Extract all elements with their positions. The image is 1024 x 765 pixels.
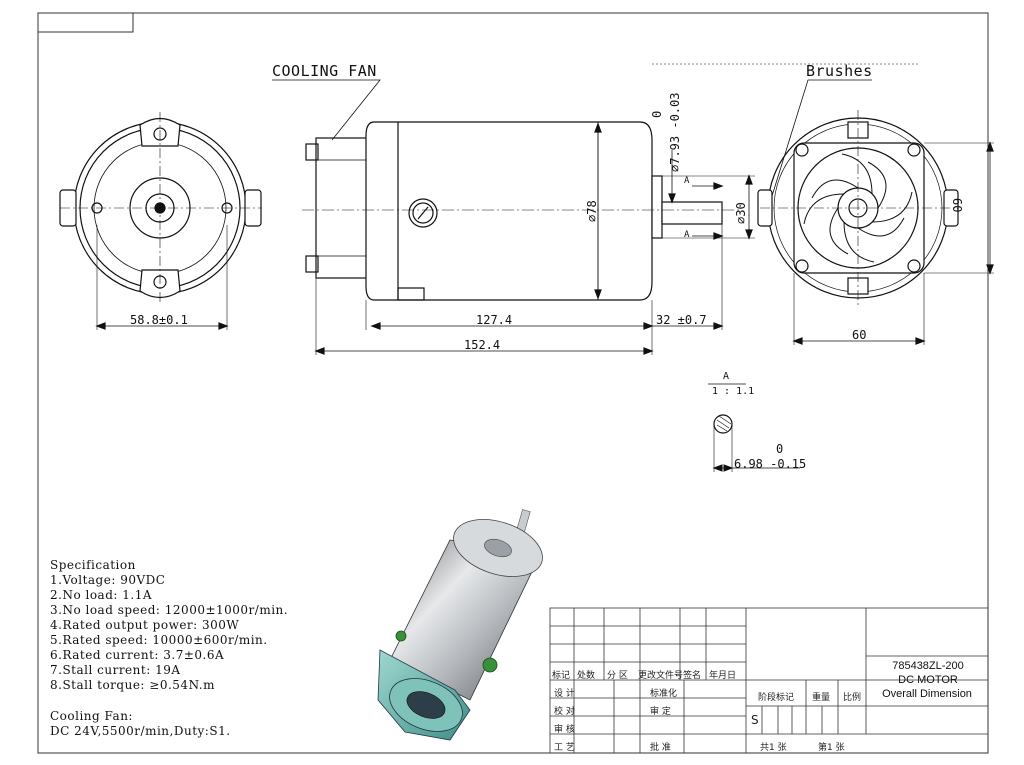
spec-item: 8.Stall torque: ≥0.54N.m	[50, 678, 215, 692]
arrow-a-bottom: A	[684, 230, 690, 240]
corner-tab	[38, 13, 134, 33]
fan-value: DC 24V,5500r/min,Duty:S1.	[50, 724, 231, 738]
shaft-length-dim: 32 ±0.7	[656, 313, 707, 327]
isometric-motor	[377, 509, 543, 741]
drawing-border	[37, 12, 989, 754]
spec-item: 1.Voltage: 90VDC	[50, 573, 166, 587]
spec-title: Specification	[50, 558, 136, 572]
spec-item: 7.Stall current: 19A	[50, 663, 181, 677]
flat-width-dim: 6.98 -0.15	[734, 457, 807, 471]
flange-dia-dim: ∅30	[734, 202, 748, 224]
tb-stage-value: S	[751, 713, 759, 727]
total-length-dim: 152.4	[464, 338, 501, 352]
tb-left-1: 校 对	[554, 707, 575, 717]
spec-item: 4.Rated output power: 300W	[50, 618, 240, 632]
section-scale: 1 : 1.1	[712, 386, 755, 397]
tb-weight-label: 重量	[812, 693, 831, 703]
rear-height-dim: 60	[950, 198, 964, 213]
tb-header-4: 签名	[683, 671, 702, 681]
tb-part-number: 785438ZL-200	[892, 660, 964, 672]
tb-scale-label: 比例	[843, 693, 862, 703]
section-a-label: A	[723, 371, 730, 382]
tb-sheet-num: 第1 张	[818, 743, 845, 753]
flat-tol-top: 0	[776, 442, 784, 456]
spec-item: 5.Rated speed: 10000±600r/min.	[50, 633, 268, 647]
front-view	[59, 112, 262, 330]
tb-mid-2: 批 准	[650, 743, 671, 753]
spec-item: 6.Rated current: 3.7±0.6A	[50, 648, 225, 662]
shaft-tol-top: 0	[650, 110, 664, 118]
cooling-fan-label: COOLING FAN	[272, 62, 377, 80]
tb-sheets-total: 共1 张	[760, 743, 787, 753]
tb-stage-label: 阶段标记	[758, 693, 795, 703]
section-a	[708, 383, 800, 472]
tb-header-3: 更改文件号	[638, 671, 684, 681]
fan-title: Cooling Fan:	[50, 709, 133, 723]
tb-header-5: 年月日	[709, 671, 737, 681]
front-width-dim: 58.8±0.1	[130, 313, 188, 327]
specification-block: Specification 1.Voltage: 90VDC 2.No load…	[50, 558, 288, 693]
shaft-dia-dim: ∅7.93 -0.03	[668, 92, 682, 172]
cooling-fan-spec: Cooling Fan: DC 24V,5500r/min,Duty:S1.	[50, 709, 231, 739]
spec-item: 3.No load speed: 12000±1000r/min.	[50, 603, 289, 617]
tb-header-0: 标记	[552, 671, 571, 681]
tb-header-1: 处数	[577, 671, 596, 681]
spec-item: 2.No load: 1.1A	[50, 588, 152, 602]
body-length-dim: 127.4	[476, 313, 513, 327]
rear-width-dim: 60	[852, 328, 867, 342]
rear-view	[757, 79, 994, 345]
body-dia-dim: ∅78	[585, 200, 599, 222]
title-block	[549, 607, 989, 754]
tb-left-3: 工 艺	[554, 743, 575, 753]
tb-name: DC MOTOR	[898, 674, 958, 686]
brushes-label: Brushes	[806, 62, 873, 80]
tb-mid-0: 标准化	[650, 689, 678, 699]
tb-left-0: 设 计	[554, 689, 575, 699]
tb-header-2: 分 区	[607, 671, 628, 681]
arrow-a-top: A	[684, 176, 690, 186]
tb-left-2: 审 核	[554, 725, 575, 735]
tb-mid-1: 审 定	[650, 707, 671, 717]
side-view	[272, 63, 920, 355]
tb-description: Overall Dimension	[882, 688, 972, 700]
